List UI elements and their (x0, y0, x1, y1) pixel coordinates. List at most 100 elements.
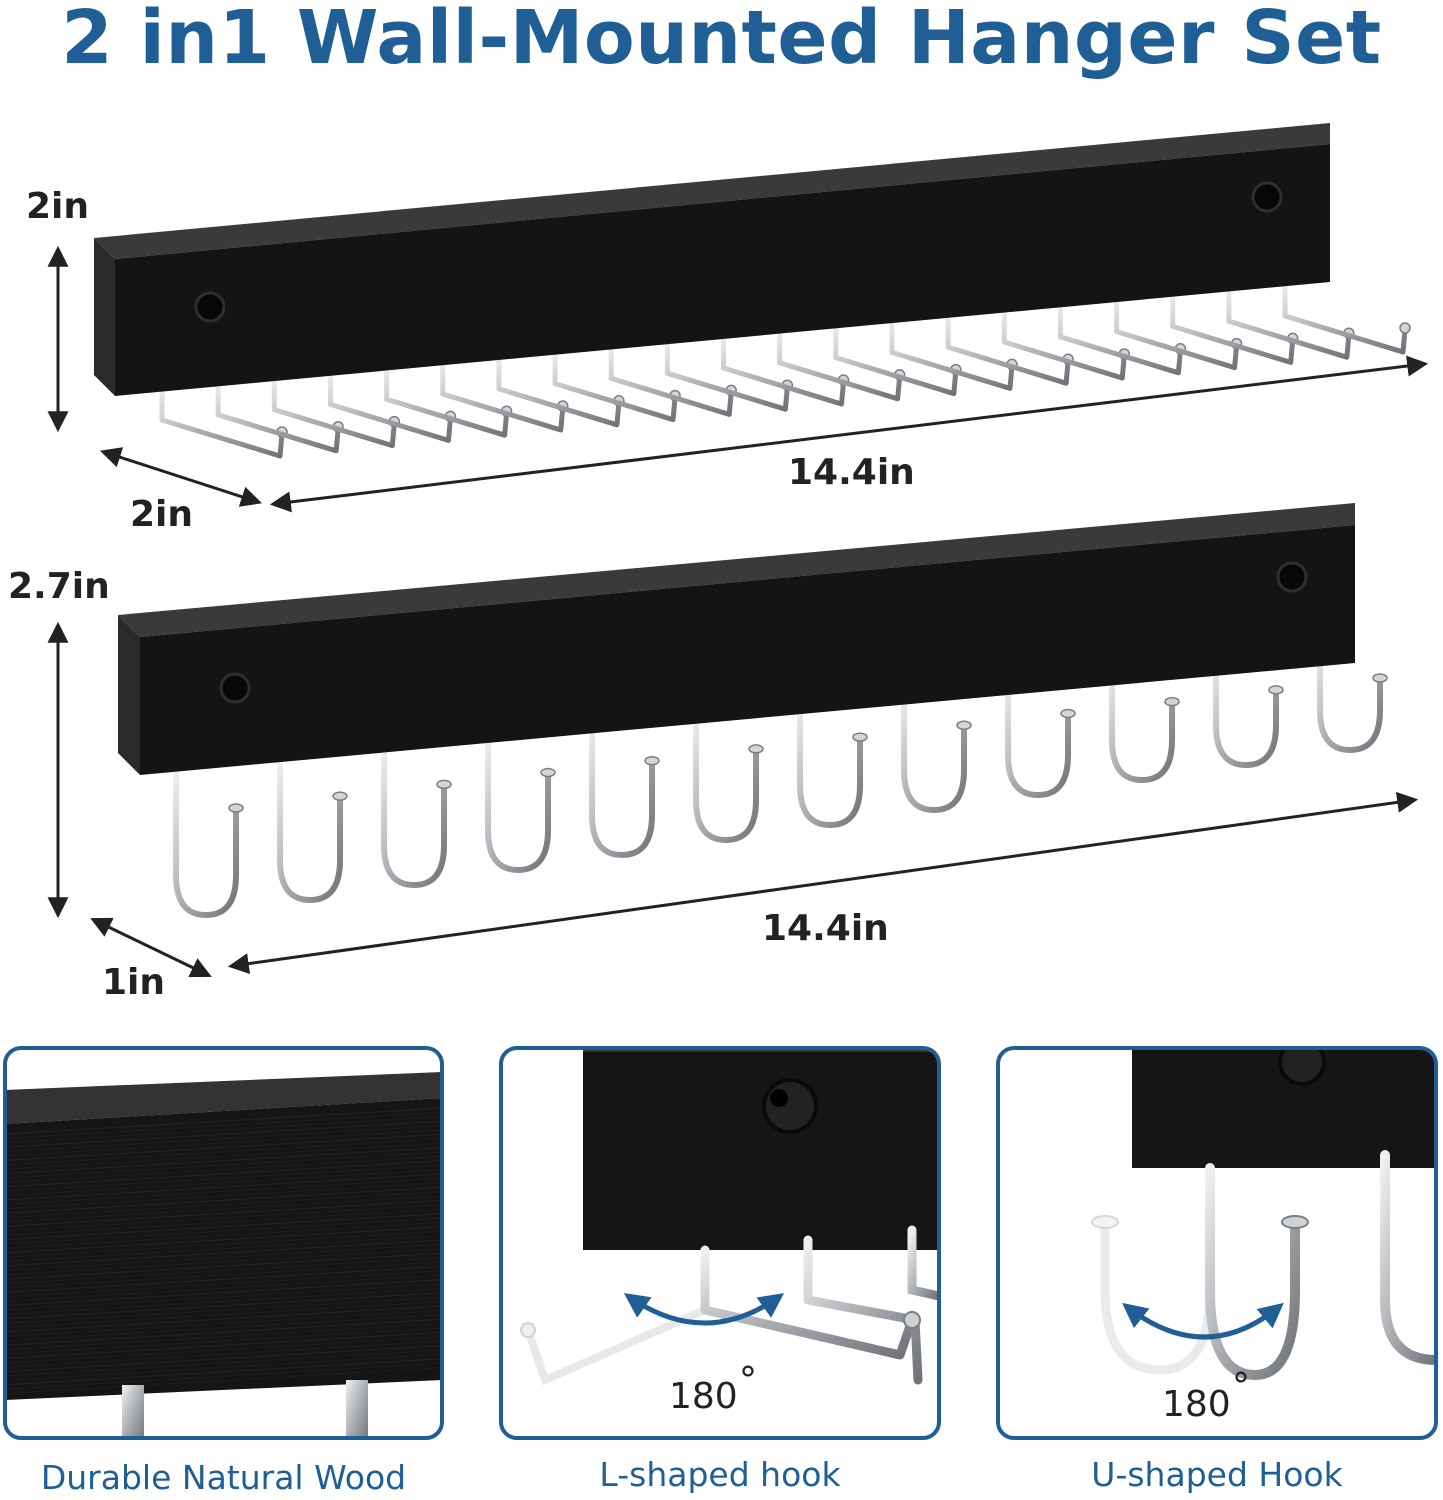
page-title: 2 in1 Wall-Mounted Hanger Set (61, 0, 1382, 81)
wood-grain-line (5, 1169, 442, 1197)
u-hook-tip (436, 779, 452, 790)
l-hook (1226, 282, 1352, 360)
caption-l-shaped-hook: L-shaped hook (599, 1455, 841, 1494)
top-depth-label: 2in (130, 494, 193, 535)
wood-grain-line (5, 1173, 442, 1201)
u-hook-tip (1164, 696, 1180, 707)
wood-grain-line (5, 1138, 442, 1166)
wood-grain-line (5, 1327, 442, 1355)
wood-grain-line (5, 1318, 442, 1346)
u-hook (381, 743, 447, 889)
wood-grain-line (5, 1296, 442, 1324)
u-hook-tip (1372, 673, 1388, 683)
wood-grain-line (5, 1358, 442, 1386)
u-hook-tip (748, 744, 764, 754)
l-hook (159, 381, 285, 459)
l-hook (945, 308, 1071, 386)
wood-grain-line (5, 1208, 442, 1236)
bottom-height-label: 2.7in (8, 566, 110, 607)
wood-grain-icon (5, 1107, 442, 1395)
wood-grain-line (5, 1309, 442, 1337)
l-hook (496, 350, 622, 428)
panel-wood-closeup (3, 1046, 444, 1440)
l-hook (608, 339, 734, 417)
wood-grain-line (5, 1336, 442, 1364)
wood-grain-line (5, 1164, 442, 1192)
wood-grain-line (5, 1230, 442, 1258)
wood-grain-line (5, 1314, 442, 1342)
wood-grain-line (5, 1195, 442, 1223)
wood-grain-line (5, 1283, 442, 1311)
l-hook (215, 376, 341, 454)
l-hook (271, 371, 397, 449)
u-hook-tip (1060, 708, 1076, 719)
wood-grain-line (5, 1270, 442, 1298)
wood-grain-line (5, 1287, 442, 1315)
wood-grain-line (5, 1252, 442, 1280)
wood-grain-line (5, 1239, 442, 1267)
wood-grain-line (5, 1217, 442, 1245)
u-hook (797, 696, 863, 829)
l-hook (1057, 298, 1183, 376)
u-hook (589, 719, 655, 859)
l-hook (833, 319, 959, 397)
wood-grain-line (5, 1155, 442, 1183)
top-length-label: 14.4in (788, 452, 915, 493)
wood-grain-line (5, 1340, 442, 1368)
u-hook-rotation-label: 180 (1162, 1384, 1231, 1425)
bottom-dimension-lines (47, 621, 1419, 978)
u-hook-tip (956, 720, 972, 731)
rotate-arrow-icon (623, 1293, 785, 1326)
wood-grain-line (5, 1199, 442, 1227)
u-hook-tip (332, 791, 348, 801)
wood-grain-line (5, 1243, 442, 1271)
wood-grain-line (5, 1362, 442, 1390)
top-height-label: 2in (26, 186, 89, 227)
l-hook-tip (1399, 322, 1411, 334)
u-hook (485, 731, 551, 874)
bottom-hanger-board (118, 503, 1355, 775)
l-hook (440, 355, 566, 433)
u-hook (693, 707, 759, 844)
wood-grain-line (5, 1191, 442, 1219)
wood-grain-line (5, 1107, 442, 1135)
wood-grain-line (5, 1292, 442, 1320)
u-hook (1317, 637, 1383, 754)
wood-grain-line (5, 1147, 442, 1175)
u-hook-tip (644, 755, 660, 766)
panel-u-shaped-hook: 180 ° (996, 1046, 1438, 1440)
u-hook-degree-symbol: ° (1232, 1366, 1250, 1407)
wood-grain-line (5, 1142, 442, 1170)
l-hook-degree-symbol: ° (739, 1360, 757, 1401)
wood-grain-line (5, 1235, 442, 1263)
bottom-length-label: 14.4in (762, 908, 889, 949)
wood-grain-line (5, 1257, 442, 1285)
l-hook (384, 360, 510, 438)
wood-grain-line (5, 1111, 442, 1139)
wood-grain-line (5, 1323, 442, 1351)
l-hook (1114, 293, 1240, 371)
l-hook (1282, 277, 1408, 355)
u-hook (173, 767, 239, 919)
u-hook (1213, 648, 1279, 769)
l-hook (889, 313, 1015, 391)
u-hook-tip (852, 732, 868, 742)
bottom-depth-label: 1in (102, 962, 165, 1003)
wood-grain-line (5, 1116, 442, 1144)
l-hook (664, 334, 790, 412)
wood-grain-line (5, 1226, 442, 1254)
wood-grain-line (5, 1331, 442, 1359)
wood-grain-line (5, 1125, 442, 1153)
wood-grain-line (5, 1305, 442, 1333)
wood-grain-line (5, 1353, 442, 1381)
wood-grain-line (5, 1367, 442, 1395)
wood-grain-line (5, 1182, 442, 1210)
l-hook (1001, 303, 1127, 381)
u-hook (277, 755, 343, 904)
wood-grain-line (5, 1248, 442, 1276)
u-hook (901, 684, 967, 814)
panel-l-shaped-hook: 180 ° (499, 1046, 941, 1440)
wood-grain-line (5, 1349, 442, 1377)
wood-grain-line (5, 1160, 442, 1188)
